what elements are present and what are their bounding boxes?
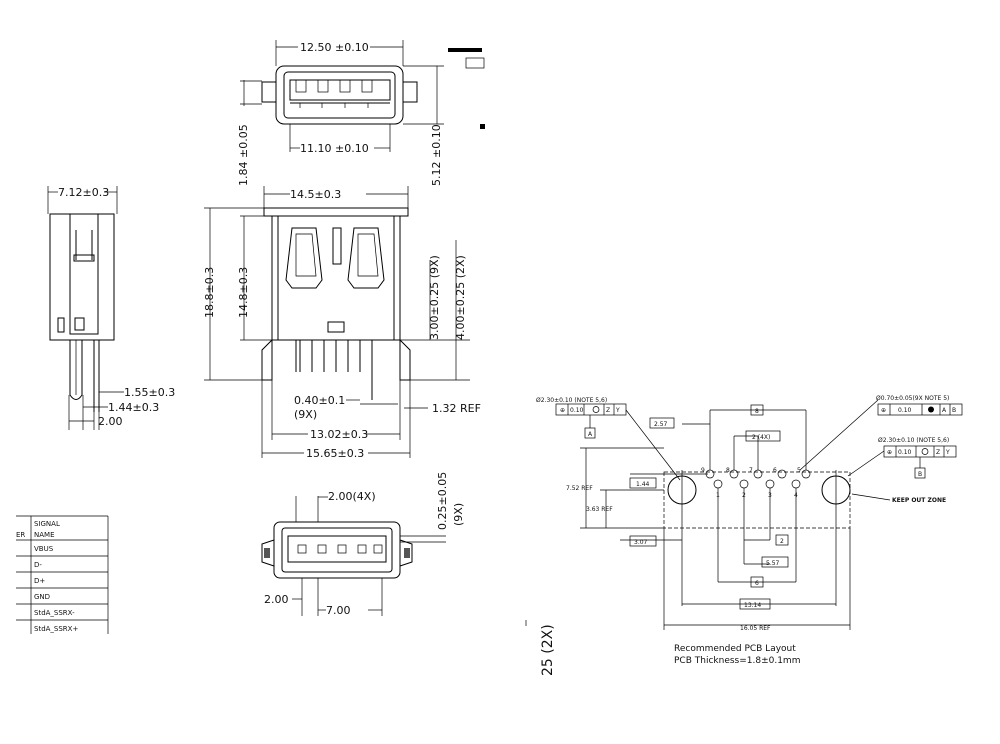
pcb-pin-label: 6	[773, 467, 777, 474]
pcb-dim-257: 2.57	[654, 421, 668, 428]
pcb-dim-752: 7.52 REF	[566, 485, 593, 492]
svg-text:Y: Y	[615, 407, 620, 414]
pcb-note-right-mid: Ø2.30±0.10 (NOTE 5,6)	[878, 437, 949, 444]
side-dim-b: 1.44±0.3	[108, 401, 159, 414]
bottom-pitch-label: 2.00(4X)	[328, 490, 376, 503]
table-row: D+	[34, 577, 45, 585]
top-height-label: 5.12 ±0.10	[430, 124, 443, 186]
table-row: D-	[34, 561, 42, 569]
side-dim-c: 2.00	[98, 415, 123, 428]
front-total-height: 18.8±0.3	[203, 267, 216, 318]
pcb-datum-left: A	[588, 431, 593, 438]
pcb-layout: Ø2.30±0.10 (NOTE 5,6) ⊕ 0.10 Z Y A Ø0.70…	[536, 395, 963, 666]
pcb-datum-right-top: A	[942, 407, 947, 414]
pcb-dim-557: 5.57	[766, 560, 780, 567]
pcb-dim-307: 3.07	[634, 539, 648, 546]
table-header-col2-line2: NAME	[34, 531, 55, 539]
front-ref-label: 1.32 REF	[432, 402, 481, 415]
front-span-inner: 13.02±0.3	[310, 428, 368, 441]
pcb-dim-1605: 16.05 REF	[740, 625, 771, 632]
pcb-caption-line1: Recommended PCB Layout	[674, 644, 796, 654]
pcb-dim-1314: 13.14	[744, 602, 761, 609]
pcb-note-right-top: Ø0.70±0.05(9X NOTE 5)	[876, 395, 949, 402]
pcb-dim-144: 1.44	[636, 481, 650, 488]
front-view: 14.5±0.3 18.8±0.3 14.8±0.3 3.00±0	[203, 186, 481, 460]
cut-label: 25 (2X)	[540, 624, 556, 676]
top-inner-width-label: 11.10 ±0.10	[300, 142, 369, 155]
table-row: StdA_SSRX+	[34, 625, 78, 633]
front-pin-len-2x: 4.00±0.25 (2X)	[454, 255, 467, 340]
pcb-keepout: KEEP OUT ZONE	[892, 497, 946, 504]
side-width-label: 7.12±0.3	[58, 186, 109, 199]
pcb-pin-label: 7	[749, 467, 753, 474]
pcb-dim-363: 3.63 REF	[586, 506, 613, 513]
pcb-dim-2-4x: 2 (4X)	[752, 434, 770, 441]
table-header-col2-line1: SIGNAL	[34, 520, 60, 528]
bottom-span-label: 7.00	[326, 604, 351, 617]
bottom-offset-label: 2.00	[264, 593, 289, 606]
table-row: StdA_SSRX-	[34, 609, 75, 617]
front-span-outer: 15.65±0.3	[306, 447, 364, 460]
side-dim-a: 1.55±0.3	[124, 386, 175, 399]
front-width-label: 14.5±0.3	[290, 188, 341, 201]
pcb-dim-6: 6	[755, 580, 759, 587]
signal-table: ER SIGNAL NAME VBUS D- D+ GND StdA_SSRX-…	[16, 515, 109, 634]
pcb-pin-label: 8	[726, 467, 730, 474]
top-width-label: 12.50 ±0.10	[300, 41, 369, 54]
pcb-caption-line2: PCB Thickness=1.8±0.1mm	[674, 656, 800, 666]
pcb-dim-8: 8	[755, 408, 759, 415]
pcb-datum-right-top2: B	[952, 407, 956, 414]
pcb-tol-right-top: 0.10	[898, 407, 912, 414]
pcb-tol-left: 0.10	[570, 407, 584, 414]
table-row: GND	[34, 593, 50, 601]
pcb-datum-right-mid: B	[918, 471, 922, 478]
svg-text:⊕: ⊕	[887, 449, 892, 456]
pcb-dim-2: 2	[780, 538, 784, 545]
front-body-height: 14.8±0.3	[237, 267, 250, 318]
table-row: VBUS	[34, 545, 54, 553]
bottom-view: 2.00(4X) 0.25±0.05 (9X) 2.00 7.00	[261, 472, 465, 617]
svg-text:Y: Y	[945, 449, 950, 456]
svg-text:Z: Z	[606, 407, 610, 414]
pcb-pin-label: 9	[701, 467, 705, 474]
svg-text:Z: Z	[936, 449, 940, 456]
top-side-label: 1.84 ±0.05	[237, 124, 250, 186]
top-view: 12.50 ±0.10 1.84 ±0.05 11.10 ±0.10 5.12 …	[237, 40, 485, 186]
bottom-pin-thick: 0.25±0.05	[436, 472, 449, 530]
svg-text:⊕: ⊕	[881, 407, 886, 414]
front-pin-width-count: (9X)	[294, 408, 317, 421]
front-pin-width: 0.40±0.1	[294, 394, 345, 407]
pcb-pin-label: 5	[797, 467, 801, 474]
svg-text:⊕: ⊕	[560, 407, 565, 414]
table-header-col1: ER	[16, 531, 25, 539]
bottom-pin-thick-count: (9X)	[452, 503, 465, 526]
side-view: 7.12±0.3 1.55±0.3 1.44±0.3 2.00	[47, 186, 175, 430]
pcb-note-left: Ø2.30±0.10 (NOTE 5,6)	[536, 397, 607, 404]
pcb-tol-right-mid: 0.10	[898, 449, 912, 456]
front-pin-len-9x: 3.00±0.25 (9X)	[428, 255, 441, 340]
